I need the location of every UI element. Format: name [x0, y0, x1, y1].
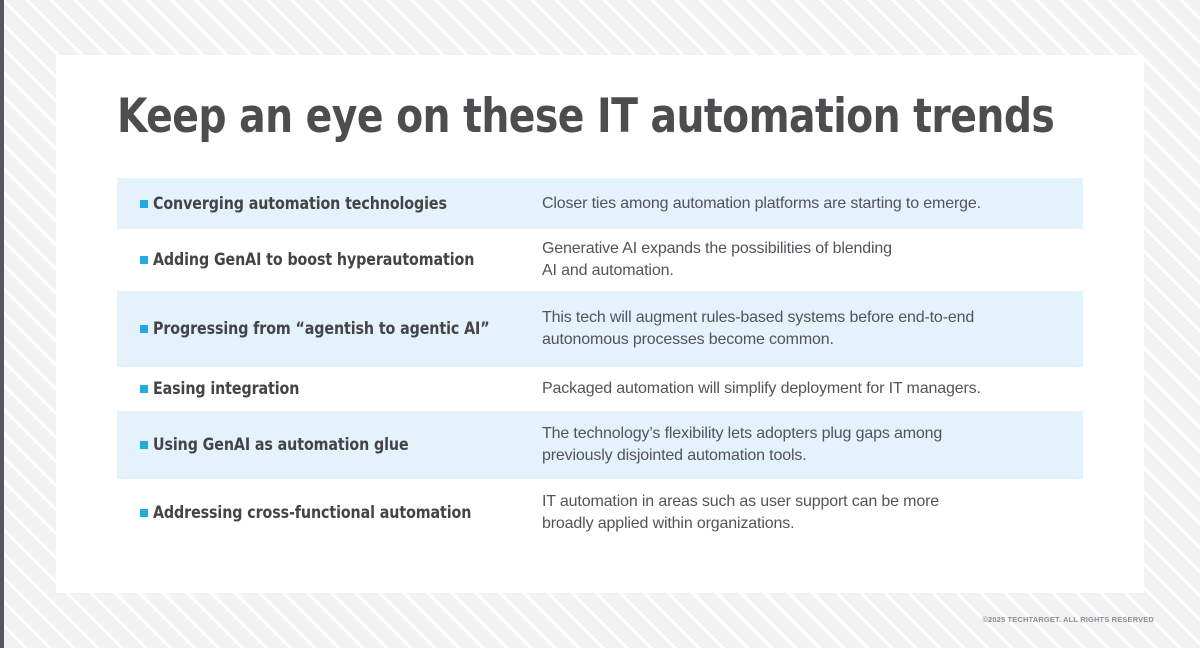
trend-label: Easing integration: [153, 379, 300, 398]
square-bullet-icon: [140, 325, 148, 333]
trend-description-cell: Closer ties among automation platforms a…: [518, 193, 1083, 215]
content-card: Keep an eye on these IT automation trend…: [56, 55, 1144, 593]
square-bullet-icon: [140, 199, 148, 208]
trend-label-cell: Progressing from “agentish to agentic AI…: [117, 319, 518, 339]
trend-label-cell: Easing integration: [117, 379, 518, 399]
trend-label-cell: Converging automation technologies: [117, 194, 518, 214]
table-row: Easing integration Packaged automation w…: [117, 367, 1083, 411]
left-edge-accent-bar: [0, 0, 4, 648]
trend-description: This tech will augment rules-based syste…: [542, 309, 975, 348]
trend-description: Generative AI expands the possibilities …: [542, 240, 892, 279]
table-row: Addressing cross-functional automation I…: [117, 479, 1083, 547]
trend-description-cell: Generative AI expands the possibilities …: [518, 238, 1083, 282]
trend-label: Progressing from “agentish to agentic AI…: [153, 319, 490, 338]
square-bullet-icon: [140, 256, 148, 264]
trend-label-cell: Addressing cross-functional automation: [117, 503, 518, 523]
trend-description: The technology’s flexibility lets adopte…: [542, 425, 943, 464]
trend-label: Using GenAI as automation glue: [153, 435, 409, 454]
table-row: Progressing from “agentish to agentic AI…: [117, 291, 1083, 367]
table-row: Using GenAI as automation glue The techn…: [117, 411, 1083, 479]
trend-label: Converging automation technologies: [153, 193, 447, 213]
trend-description-cell: This tech will augment rules-based syste…: [518, 307, 1083, 351]
trend-description-cell: The technology’s flexibility lets adopte…: [518, 423, 1083, 467]
trend-label: Addressing cross-functional automation: [153, 503, 472, 522]
page-title: Keep an eye on these IT automation trend…: [117, 89, 1055, 144]
trend-label-cell: Adding GenAI to boost hyperautomation: [117, 250, 518, 270]
table-row: Converging automation technologies Close…: [117, 178, 1083, 229]
trend-description: IT automation in areas such as user supp…: [542, 493, 940, 532]
square-bullet-icon: [140, 509, 148, 517]
trend-description: Closer ties among automation platforms a…: [542, 194, 981, 212]
copyright-notice: ©2025 TECHTARGET. ALL RIGHTS RESERVED: [982, 615, 1154, 624]
trend-description: Packaged automation will simplify deploy…: [542, 380, 981, 397]
square-bullet-icon: [140, 441, 148, 449]
table-row: Adding GenAI to boost hyperautomation Ge…: [117, 229, 1083, 291]
square-bullet-icon: [140, 385, 148, 393]
trend-label: Adding GenAI to boost hyperautomation: [153, 250, 475, 269]
trend-label-cell: Using GenAI as automation glue: [117, 435, 518, 455]
trend-description-cell: Packaged automation will simplify deploy…: [518, 378, 1083, 400]
trends-table: Converging automation technologies Close…: [117, 178, 1083, 547]
trend-description-cell: IT automation in areas such as user supp…: [518, 491, 1083, 535]
